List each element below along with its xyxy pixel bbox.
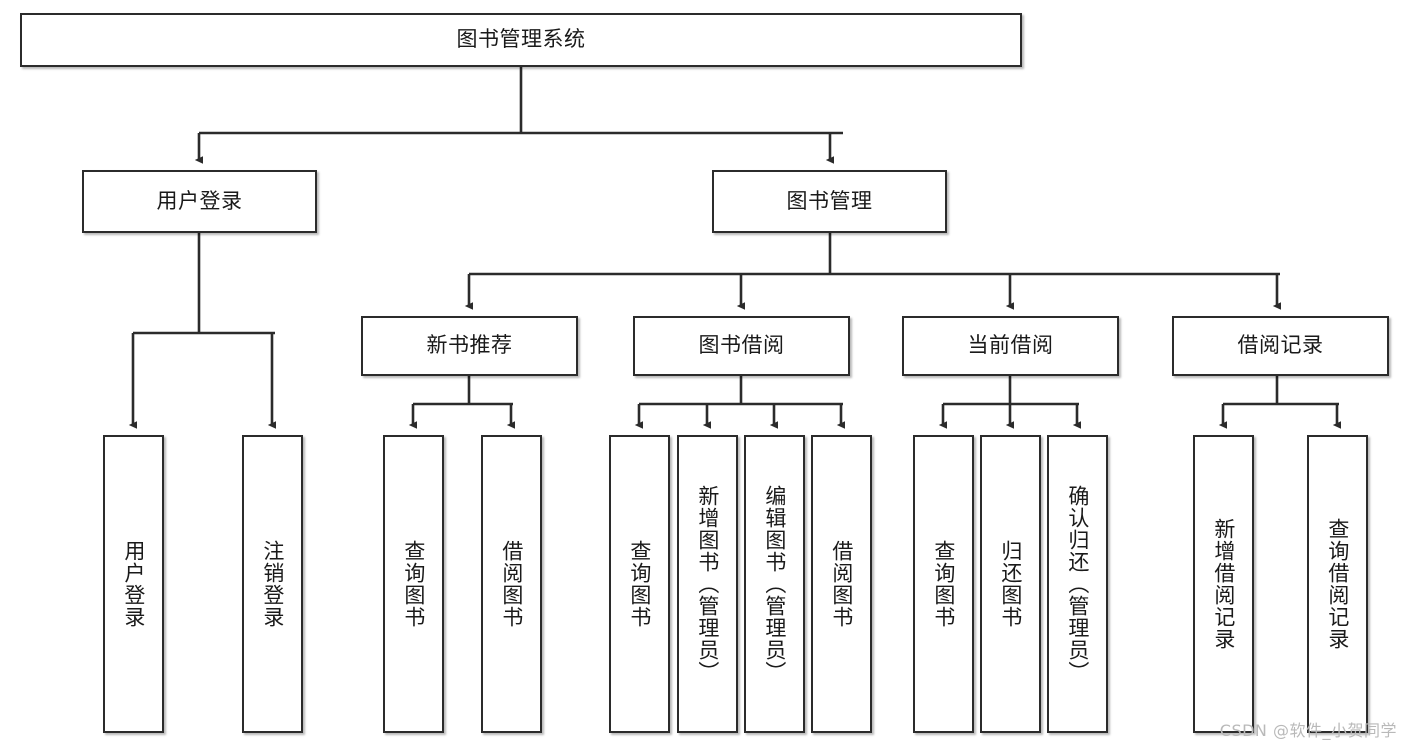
node-user-login[interactable]: 用户登录 bbox=[82, 170, 317, 233]
node-label: 图书管理系统 bbox=[456, 27, 586, 52]
node-label: 用户登录 bbox=[156, 188, 243, 213]
node-leaf-new-book-borrow[interactable]: 借阅图书 bbox=[481, 435, 542, 733]
node-label: 借阅记录 bbox=[1237, 333, 1324, 358]
node-label: 图书借阅 bbox=[698, 333, 785, 358]
node-leaf-book-borrow-add[interactable]: 新增图书（管理员） bbox=[677, 435, 738, 733]
node-label: 新增图书（管理员） bbox=[695, 485, 720, 683]
node-leaf-book-borrow-query[interactable]: 查询图书 bbox=[609, 435, 670, 733]
node-label: 借阅图书 bbox=[499, 540, 524, 628]
node-leaf-current-borrow-query[interactable]: 查询图书 bbox=[913, 435, 974, 733]
node-label: 新增借阅记录 bbox=[1211, 518, 1236, 650]
node-label: 借阅图书 bbox=[829, 540, 854, 628]
node-leaf-book-borrow-lend[interactable]: 借阅图书 bbox=[811, 435, 872, 733]
node-label: 查询图书 bbox=[401, 540, 426, 628]
node-leaf-book-borrow-edit[interactable]: 编辑图书（管理员） bbox=[744, 435, 805, 733]
node-new-book-recommend[interactable]: 新书推荐 bbox=[361, 316, 578, 376]
node-label: 当前借阅 bbox=[967, 333, 1054, 358]
node-leaf-current-borrow-return[interactable]: 归还图书 bbox=[980, 435, 1041, 733]
node-book-borrow[interactable]: 图书借阅 bbox=[633, 316, 850, 376]
node-label: 查询图书 bbox=[627, 540, 652, 628]
node-leaf-new-book-query[interactable]: 查询图书 bbox=[383, 435, 444, 733]
node-label: 编辑图书（管理员） bbox=[762, 485, 787, 683]
node-label: 查询图书 bbox=[931, 540, 956, 628]
node-leaf-borrow-record-add[interactable]: 新增借阅记录 bbox=[1193, 435, 1254, 733]
node-book-management[interactable]: 图书管理 bbox=[712, 170, 947, 233]
node-label: 确认归还（管理员） bbox=[1065, 485, 1090, 683]
node-label: 用户登录 bbox=[121, 540, 146, 628]
node-leaf-user-login-signout[interactable]: 注销登录 bbox=[242, 435, 303, 733]
csdn-watermark: CSDN @软件_小贺同学 bbox=[1219, 721, 1397, 740]
node-label: 注销登录 bbox=[260, 540, 285, 628]
node-label: 查询借阅记录 bbox=[1325, 518, 1350, 650]
node-label: 图书管理 bbox=[786, 188, 873, 213]
node-current-borrow[interactable]: 当前借阅 bbox=[902, 316, 1119, 376]
node-leaf-user-login-signin[interactable]: 用户登录 bbox=[103, 435, 164, 733]
node-label: 新书推荐 bbox=[426, 333, 513, 358]
node-root-system[interactable]: 图书管理系统 bbox=[20, 13, 1022, 67]
node-leaf-borrow-record-query[interactable]: 查询借阅记录 bbox=[1307, 435, 1368, 733]
node-label: 归还图书 bbox=[998, 540, 1023, 628]
node-leaf-current-borrow-confirm-return[interactable]: 确认归还（管理员） bbox=[1047, 435, 1108, 733]
node-borrow-record[interactable]: 借阅记录 bbox=[1172, 316, 1389, 376]
